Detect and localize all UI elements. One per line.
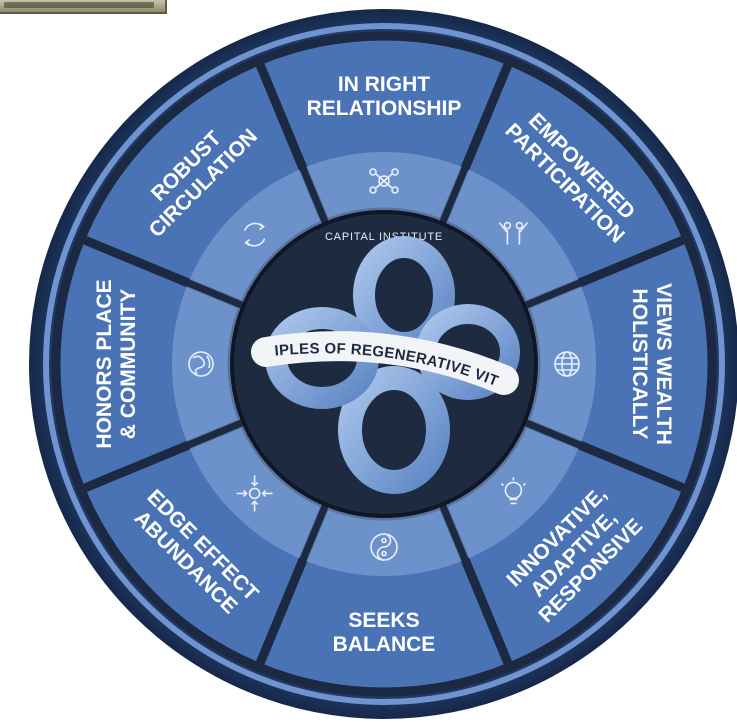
people-icon [498,221,529,245]
center-ribbon [251,331,519,395]
segment-label-line: HONORS PLACE [93,279,116,448]
segment-label-views-wealth-holistically: VIEWS WEALTHHOLISTICALLY [628,283,675,445]
segment-label-line: SEEKS [348,609,419,632]
yin-yang-icon [370,533,398,561]
segment-label-line: HOLISTICALLY [628,289,651,440]
globe-icon [554,351,580,377]
segment-divider [438,166,469,225]
icons-layer [188,168,580,561]
segment-divider [299,503,330,562]
segment-divider [186,279,245,310]
segment-divider [523,418,582,449]
outer-ring-highlight [43,23,725,705]
segment-divider [438,503,469,562]
earth-icon [188,351,214,377]
cycle-icon [243,222,266,247]
segment-label-line: RELATIONSHIP [307,97,462,120]
segment-label-line: BALANCE [333,633,436,656]
network-icon [369,168,399,194]
dividers-layer [186,166,582,562]
segment-divider [299,166,330,225]
arrows-converge-icon [236,475,273,512]
center-hub [232,212,536,516]
segment-divider [523,279,582,310]
segment-label-line: & COMMUNITY [117,289,140,440]
loop-bottom [338,366,450,494]
segment-label-line: VIEWS WEALTH [652,283,675,445]
corner-sticker [0,0,167,14]
segment-label-line: IN RIGHT [338,73,430,96]
segment-divider [186,418,245,449]
lightbulb-icon [500,477,526,505]
segment-label-honors-place-community: HONORS PLACE& COMMUNITY [93,279,140,448]
